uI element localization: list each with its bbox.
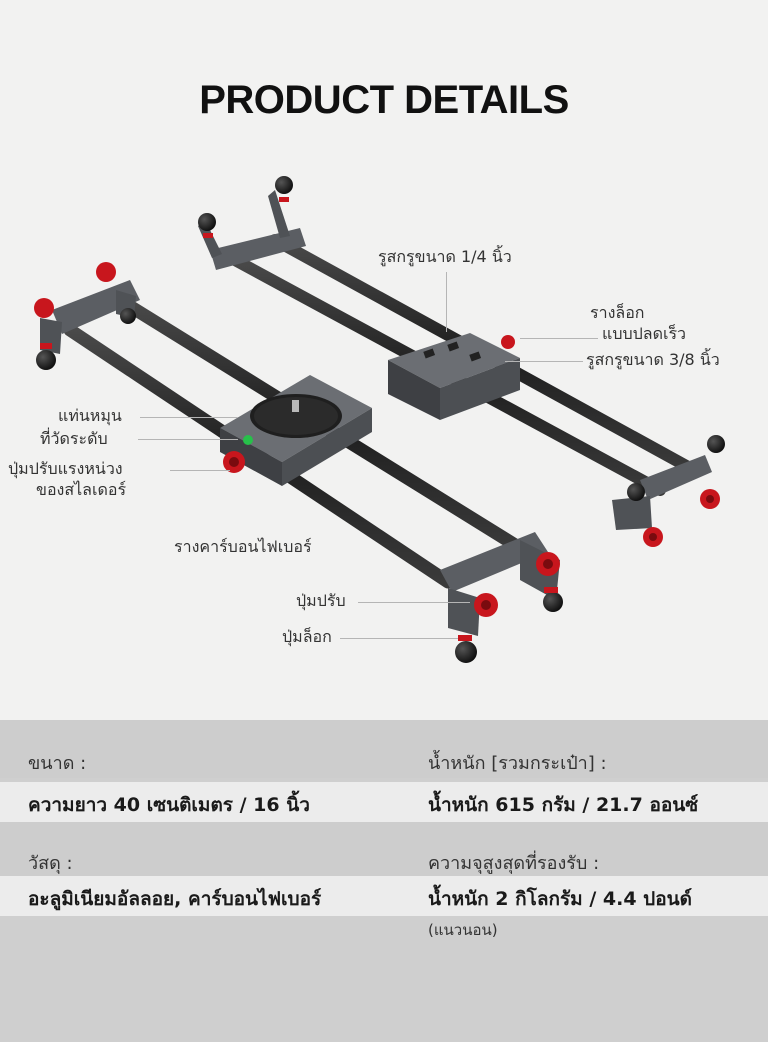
- front-slider: [34, 262, 563, 663]
- load-label: ความจุสูงสุดที่รองรับ :: [428, 853, 600, 874]
- leader-lock-knob: [340, 638, 458, 639]
- size-label: ขนาด :: [28, 753, 87, 774]
- leader-level: [138, 439, 238, 440]
- specifications-panel: ขนาด : น้ำหนัก [รวมกระเป๋า] : ความยาว 40…: [0, 720, 768, 1042]
- callout-damping-2: ของสไลเดอร์: [36, 480, 127, 499]
- leader-three-eighths-hole: [505, 361, 583, 362]
- leader-adjust-knob: [358, 602, 470, 603]
- spec-header-row-1: ขนาด : น้ำหนัก [รวมกระเป๋า] :: [0, 720, 768, 778]
- leader-quarter-inch-hole: [446, 272, 447, 332]
- weight-value: น้ำหนัก 615 กรัม / 21.7 ออนซ์: [428, 794, 699, 816]
- back-slider: [198, 176, 725, 547]
- spec-value-row-2: อะลูมิเนียมอัลลอย, คาร์บอนไฟเบอร์ น้ำหนั…: [0, 876, 768, 916]
- leader-quick-release: [520, 338, 598, 339]
- product-hero: PRODUCT DETAILS: [8, 78, 725, 663]
- load-note: (แนวนอน): [428, 921, 498, 939]
- leader-damping: [170, 470, 230, 471]
- callout-damping-1: ปุ่มปรับแรงหน่วง: [8, 459, 123, 478]
- callout-carbon-rail: รางคาร์บอนไฟเบอร์: [174, 537, 312, 556]
- callout-quarter-inch-hole: รูสกรูขนาด 1/4 นิ้ว: [378, 247, 512, 266]
- callout-lock-knob: ปุ่มล็อก: [282, 627, 332, 646]
- spec-value-row-1: ความยาว 40 เซนติเมตร / 16 นิ้ว น้ำหนัก 6…: [0, 782, 768, 822]
- load-value: น้ำหนัก 2 กิโลกรัม / 4.4 ปอนด์: [428, 888, 692, 910]
- callout-swivel: แท่นหมุน: [58, 406, 122, 425]
- material-value: อะลูมิเนียมอัลลอย, คาร์บอนไฟเบอร์: [28, 888, 322, 910]
- camera-slider-image: [34, 176, 725, 663]
- leader-swivel: [140, 417, 238, 418]
- page-title: PRODUCT DETAILS: [199, 78, 569, 122]
- size-value: ความยาว 40 เซนติเมตร / 16 นิ้ว: [28, 794, 310, 816]
- material-label: วัสดุ :: [28, 853, 73, 874]
- callout-quick-release-1: รางล็อก: [590, 303, 645, 322]
- callout-level: ที่วัดระดับ: [40, 429, 108, 448]
- callout-quick-release-2: แบบปลดเร็ว: [602, 324, 687, 343]
- callout-three-eighths-hole: รูสกรูขนาด 3/8 นิ้ว: [586, 350, 720, 369]
- spec-header-row-2: วัสดุ : ความจุสูงสุดที่รองรับ :: [0, 822, 768, 880]
- callout-adjust-knob: ปุ่มปรับ: [296, 591, 346, 610]
- weight-label: น้ำหนัก [รวมกระเป๋า] :: [428, 753, 607, 774]
